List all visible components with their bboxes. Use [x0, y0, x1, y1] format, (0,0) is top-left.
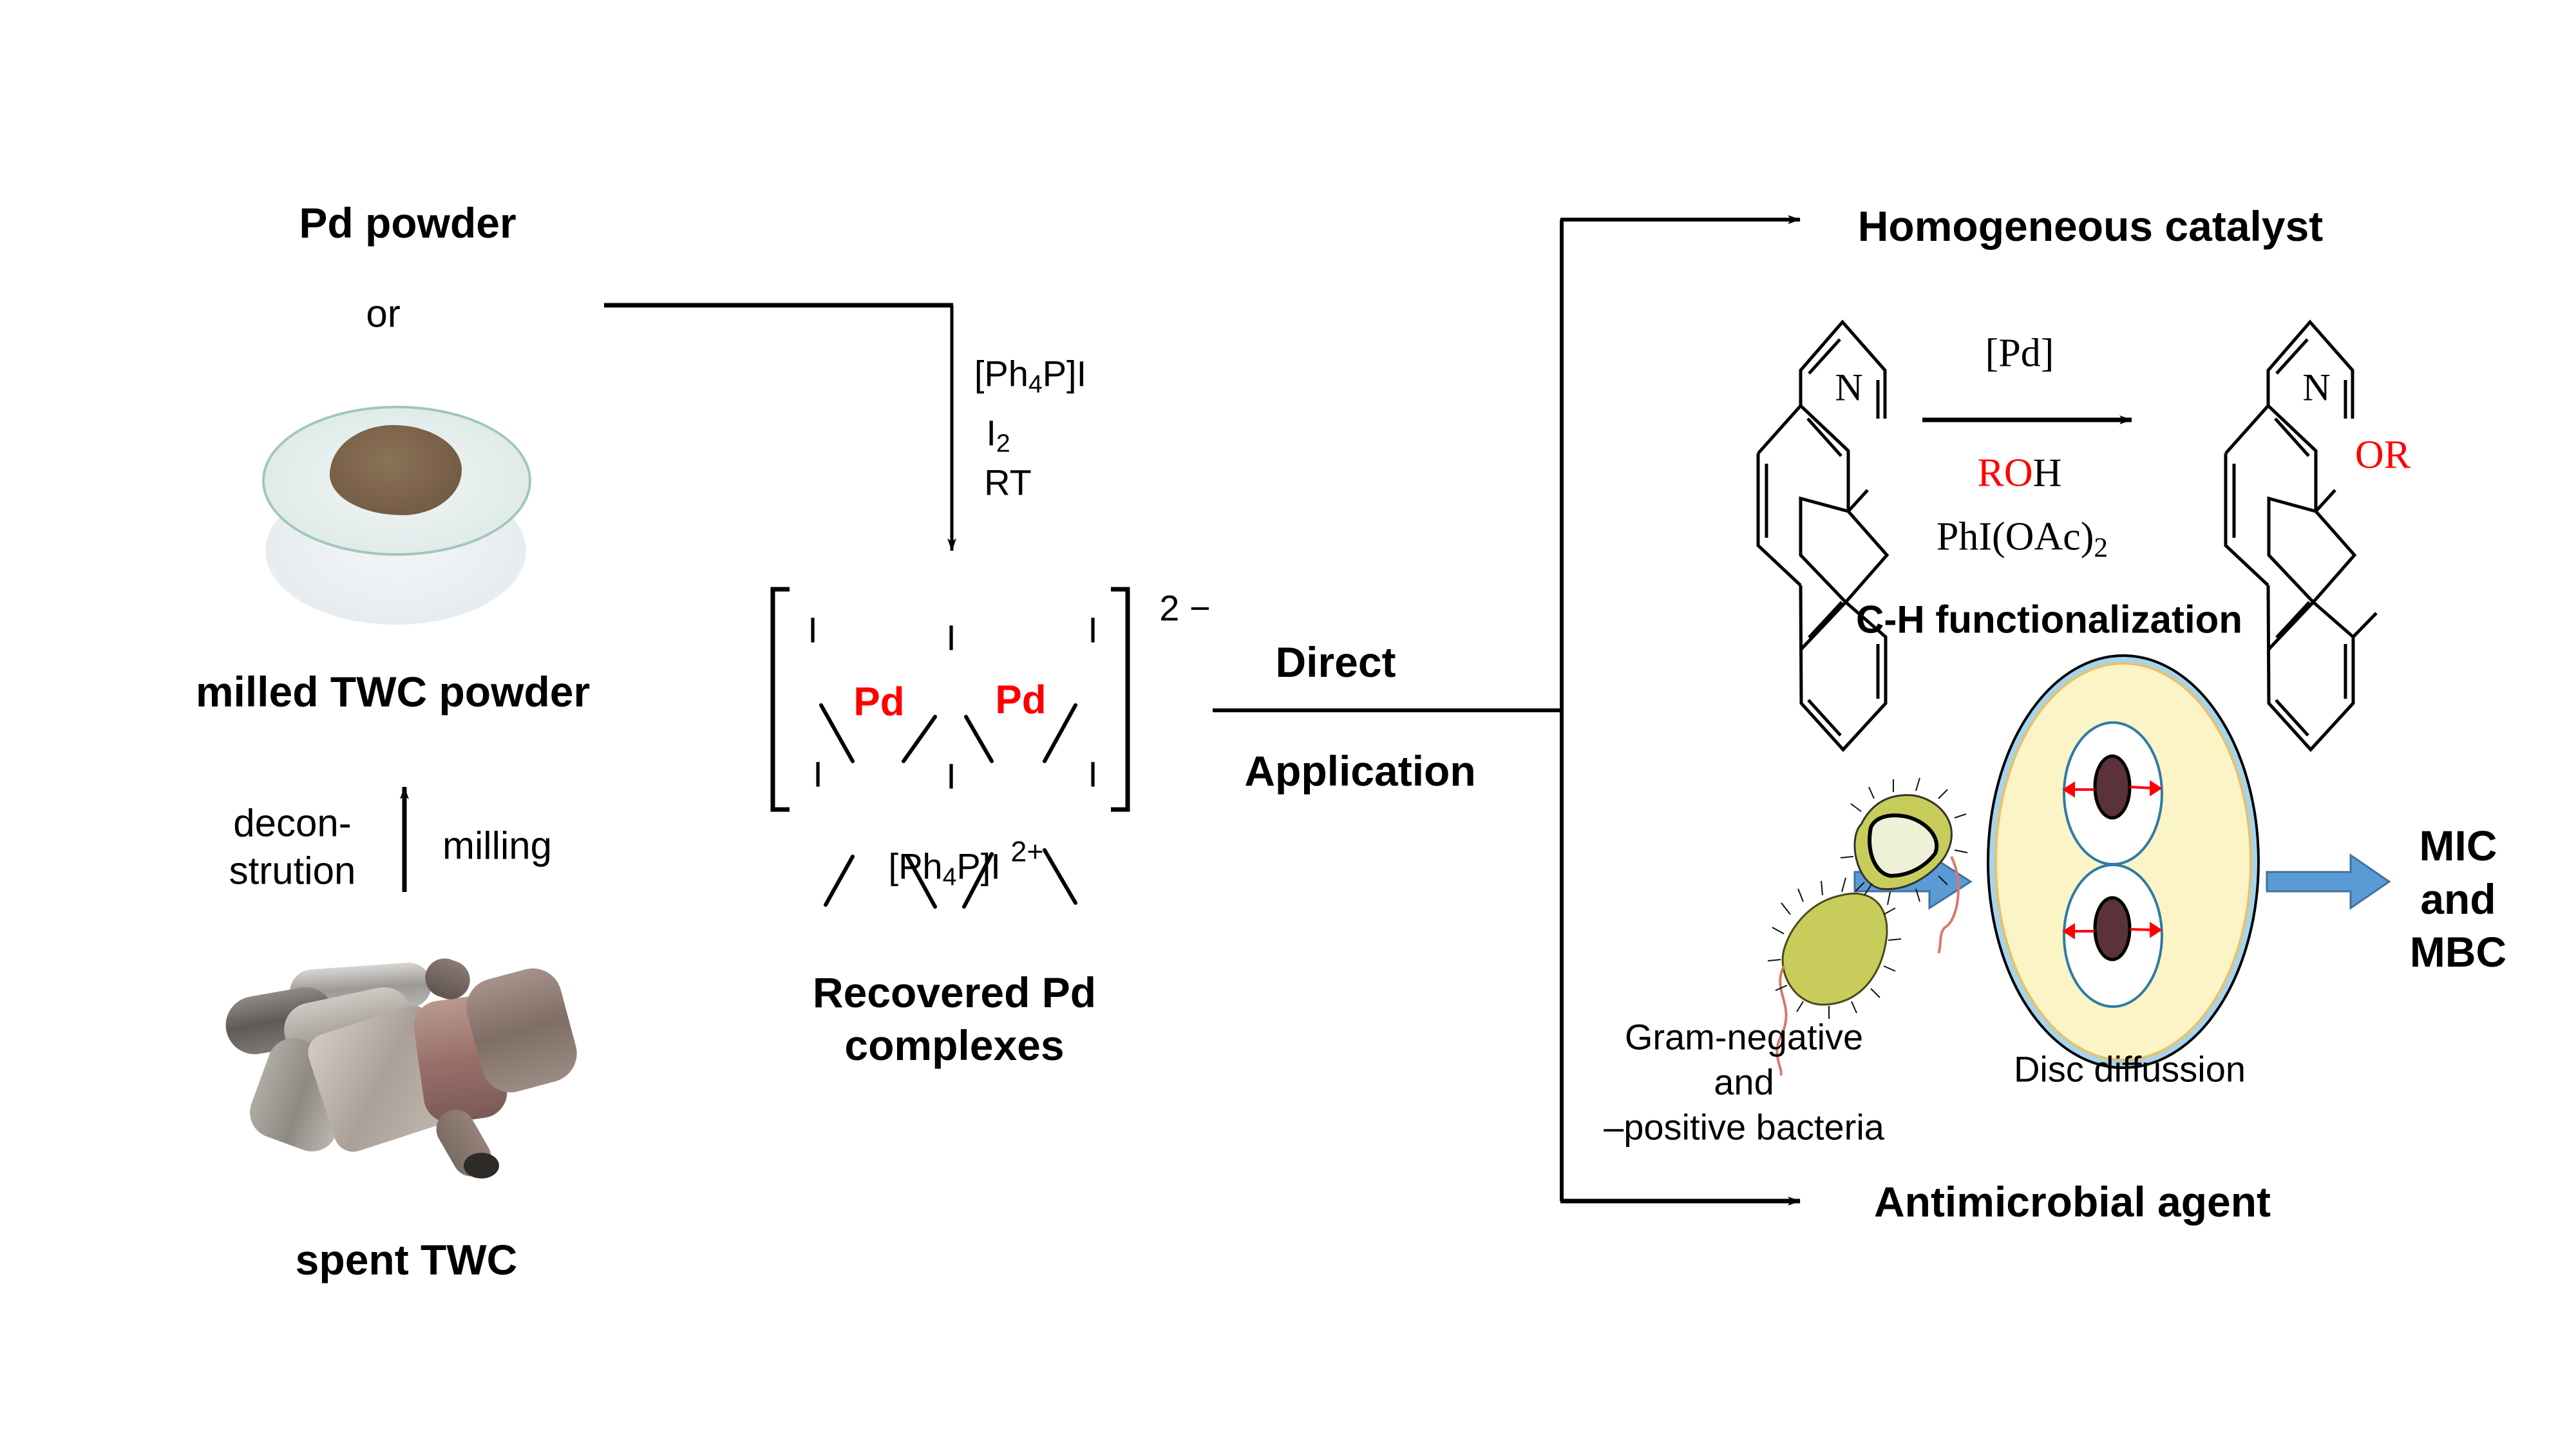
reagent-ph4pi: [Ph4P]I: [974, 353, 1087, 399]
oxidant-pre: PhI(OAc): [1936, 515, 2094, 559]
disc-diffusion-label: Disc diffussion: [2013, 1048, 2246, 1090]
counterion-charge: 2+: [1010, 835, 1044, 868]
iodide-ligand: I: [946, 617, 956, 658]
brown-powder: [330, 425, 462, 515]
benzoquinoline-product: [2224, 319, 2378, 752]
reagent-ph4pi-post: P]I: [1042, 353, 1087, 394]
bacteria-label-line3: –positive bacteria: [1604, 1106, 1884, 1148]
alcohol-h: H: [2032, 451, 2062, 495]
milling-label: milling: [442, 824, 553, 867]
iodide-ligand: I: [946, 755, 956, 797]
deconstruction-label-line1: decon-: [233, 801, 352, 845]
reagent-ph4pi-sub: 4: [1028, 370, 1043, 399]
pd-powder-label: Pd powder: [299, 199, 516, 247]
catalyst-label: [Pd]: [1985, 331, 2054, 375]
product-nitrogen: N: [2302, 366, 2331, 409]
reagent-iodine: I2: [986, 412, 1010, 458]
spent-twc-label: spent TWC: [295, 1236, 518, 1283]
reagent-iodine-pre: I: [986, 412, 996, 453]
alcohol-reagent: ROH: [1978, 451, 2062, 497]
disc-top: [2093, 754, 2132, 820]
antimicrobial-agent-title: Antimicrobial agent: [1873, 1178, 2271, 1226]
left-bracket: [770, 587, 790, 812]
iodide-ligand: I: [808, 609, 818, 650]
iodide-ligand: I: [1088, 753, 1098, 795]
and-label: and: [2420, 875, 2496, 923]
mic-label: MIC: [2419, 822, 2497, 869]
reagent-ph4pi-pre: [Ph: [974, 353, 1028, 394]
oxidant-reagent: PhI(OAc)2: [1936, 515, 2108, 564]
block-arrow-2: [2266, 853, 2391, 910]
ch-functionalization-caption: C-H functionalization: [1856, 598, 2242, 641]
right-bracket: [1111, 587, 1130, 812]
petri-dish-photo: [252, 406, 536, 634]
palladium-atom-1: Pd: [853, 679, 905, 724]
anion-charge: 2 −: [1159, 587, 1211, 629]
direct-label: Direct: [1275, 638, 1396, 686]
counterion-pre: [Ph: [888, 846, 943, 887]
counterion-sub: 4: [942, 863, 957, 891]
recovered-pd-label-line2: complexes: [844, 1021, 1065, 1069]
counterion: [Ph4P]I 2+: [888, 837, 1044, 889]
pd-i-bonds: [819, 703, 1077, 909]
bacteria-label-line1: Gram-negative: [1624, 1016, 1864, 1057]
mbc-label: MBC: [2409, 928, 2507, 976]
bacteria-illustration: [1767, 777, 1968, 1076]
reagent-iodine-sub: 2: [996, 430, 1010, 458]
homogeneous-catalyst-title: Homogeneous catalyst: [1857, 202, 2324, 250]
substrate-nitrogen: N: [1835, 366, 1863, 409]
agar-plate: [1987, 654, 2260, 1069]
oxidant-sub: 2: [2094, 532, 2108, 564]
bacteria-label-line2: and: [1714, 1061, 1774, 1103]
product-or-group: OR: [2354, 433, 2411, 477]
benzoquinoline-substrate: [1756, 319, 1889, 752]
deconstruction-label-line2: strution: [229, 849, 356, 893]
counterion-post: P]I: [956, 846, 1001, 887]
recovered-pd-label-line1: Recovered Pd: [812, 969, 1097, 1016]
or-label: or: [366, 292, 401, 336]
spent-twc-photo: [213, 940, 586, 1191]
reagent-rt: RT: [984, 462, 1032, 503]
application-label: Application: [1244, 747, 1476, 795]
alcohol-ro: RO: [1977, 451, 2033, 495]
milled-twc-powder-label: milled TWC powder: [195, 668, 591, 715]
iodide-ligand: I: [1088, 609, 1098, 650]
disc-bottom: [2093, 896, 2132, 961]
palladium-atom-2: Pd: [995, 677, 1046, 723]
iodide-ligand: I: [813, 753, 823, 795]
